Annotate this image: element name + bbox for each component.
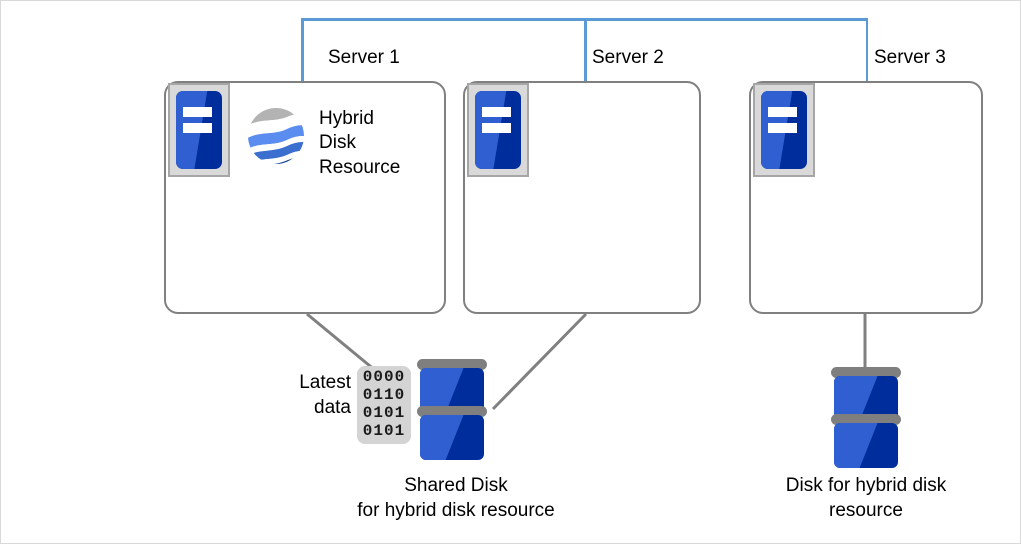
server-icon-body [761,91,807,169]
server-icon [753,83,815,177]
network-drop-server-3 [865,18,868,82]
server-icon-slot-bottom [482,122,511,134]
hybrid-label-line-2: Disk [319,132,356,154]
disk-platter-upper [420,368,484,413]
server-icon-slot-top [482,106,511,117]
server-icon-slot-top [183,106,212,117]
server-icon-body [475,91,521,169]
binary-row: 0000 [362,368,406,387]
server-3-disk-caption-line-1: Disk for hybrid disk [785,475,947,496]
network-drop-server-2 [584,18,587,82]
binary-row: 0110 [362,386,406,405]
server-icon-slot-bottom [183,122,212,134]
disk-cap-top [831,367,901,378]
shared-disk-icon [417,359,487,460]
binary-row: 0101 [362,404,406,422]
server-icon-slot-top [768,106,797,117]
disk-platter-lower [420,415,484,460]
disk-cap-middle [831,414,901,425]
shared-disk-caption: Shared Disk for hybrid disk resource [301,474,611,523]
latest-data-line-1: Latest [299,372,351,393]
server-icon [467,83,529,177]
binary-row: 0101 [362,421,406,440]
latest-data-label: Latest data [251,371,351,420]
server-1-label: Server 1 [328,47,400,68]
hybrid-label-line-1: Hybrid [319,108,374,129]
hybrid-disk-resource-icon [247,107,305,165]
server-3-disk-caption: Disk for hybrid disk resource [746,474,986,523]
server-3-disk-caption-line-2: resource [829,499,903,521]
server-icon-body [176,91,222,169]
server-3-label: Server 3 [874,47,946,68]
server-3-disk-icon [831,367,901,468]
disk-platter-lower [834,423,898,468]
shared-disk-caption-line-2: for hybrid disk resource [357,499,555,521]
shared-disk-caption-line-1: Shared Disk [404,475,508,496]
disk-platter-upper [834,376,898,421]
server-icon-slot-bottom [768,122,797,134]
server-2-label: Server 2 [592,47,664,68]
disk-cap-top [417,359,487,370]
hybrid-label-line-3: Resource [319,156,401,178]
server-icon [168,83,230,177]
binary-data-chip: 0000 0110 0101 0101 [357,366,411,444]
disk-cap-middle [417,406,487,417]
latest-data-line-2: data [314,396,351,418]
network-drop-server-1 [301,18,304,82]
hybrid-disk-resource-label: Hybrid Disk Resource [319,107,400,180]
